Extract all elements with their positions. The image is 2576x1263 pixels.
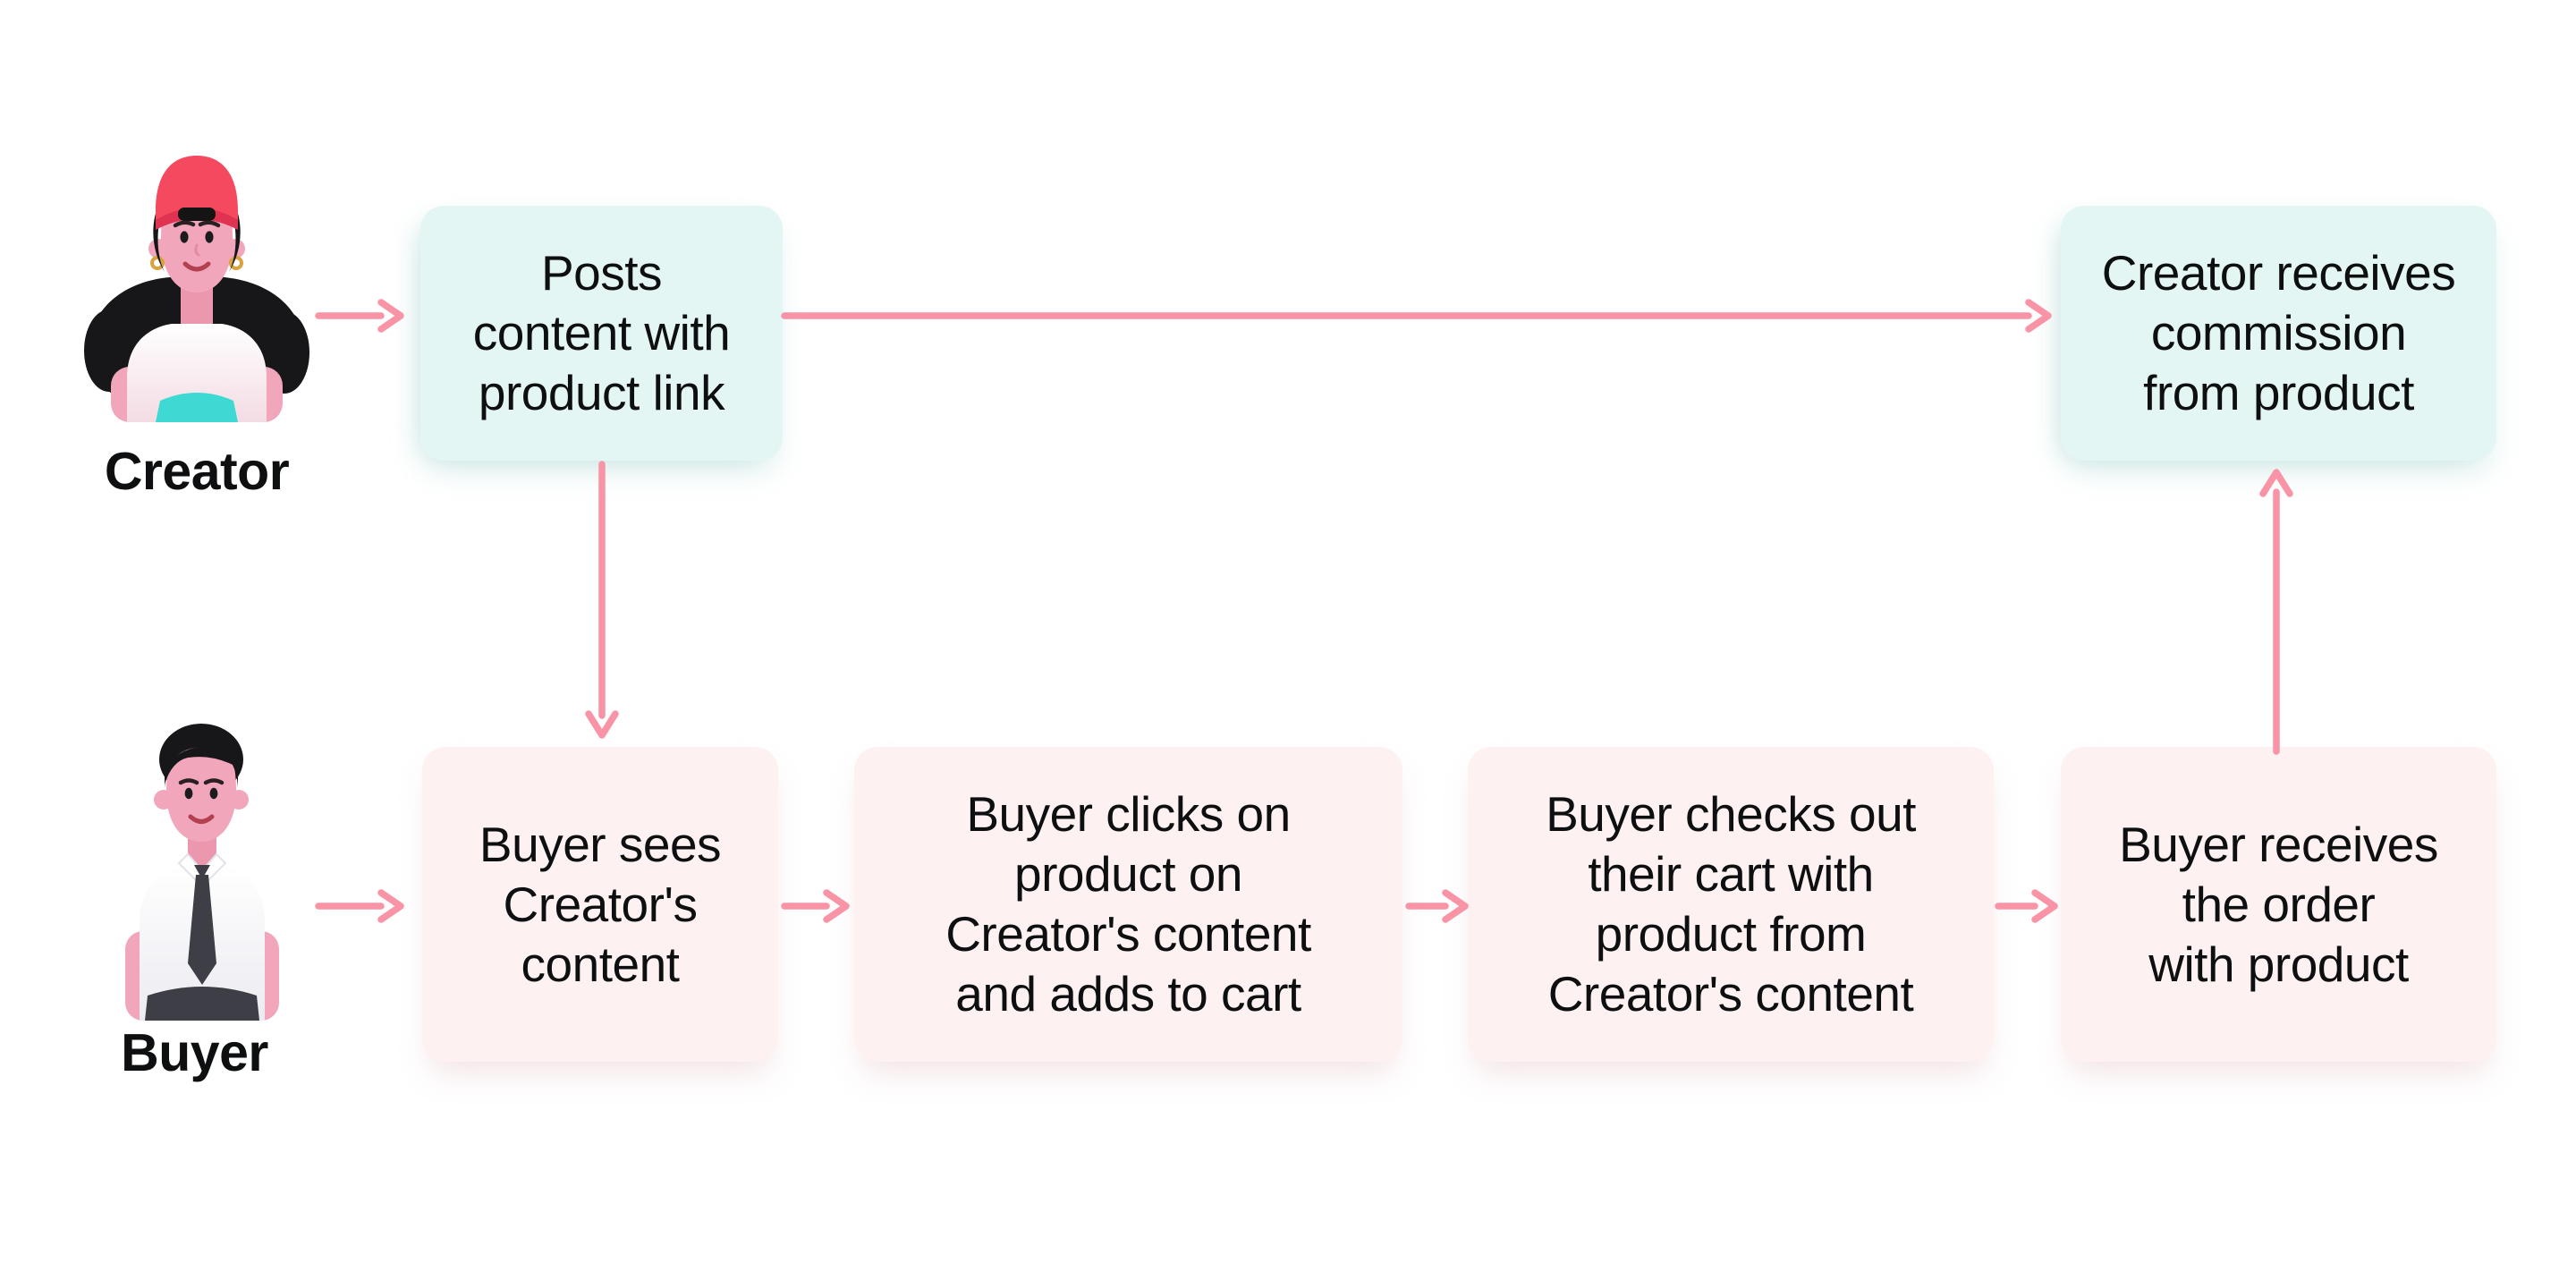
creator-avatar xyxy=(84,156,309,422)
creator-label: Creator xyxy=(104,442,290,501)
arrow-clicks-to-checkout xyxy=(1405,889,1469,923)
step-buyer-adds-to-cart: Buyer clicks on product on Creator's con… xyxy=(854,747,1402,1062)
step-text: Posts content with product link xyxy=(472,245,731,420)
step-buyer-receives-order: Buyer receives the order with product xyxy=(2061,747,2496,1062)
step-text: Buyer checks out their cart with product… xyxy=(1546,786,1916,1021)
buyer-tie xyxy=(188,865,216,985)
step-text: Buyer clicks on product on Creator's con… xyxy=(945,786,1311,1021)
buyer-label: Buyer xyxy=(121,1023,268,1082)
arrow-sees-to-clicks xyxy=(781,889,850,923)
step-buyer-sees-content: Buyer sees Creator's content xyxy=(422,747,778,1062)
arrow-posts-to-commission xyxy=(781,299,2052,333)
arrow-receives-to-commission xyxy=(2259,469,2293,755)
step-text: Creator receives commission from product xyxy=(2101,245,2456,420)
step-creator-commission: Creator receives commission from product xyxy=(2061,206,2496,461)
step-buyer-checks-out: Buyer checks out their cart with product… xyxy=(1468,747,1994,1062)
arrow-posts-to-buyer-sees xyxy=(585,461,619,739)
arrow-buyer-to-sees xyxy=(315,889,404,923)
step-text: Buyer receives the order with product xyxy=(2119,816,2438,992)
buyer-avatar xyxy=(125,724,279,1021)
step-posts-content: Posts content with product link xyxy=(420,206,783,461)
arrow-creator-to-posts xyxy=(315,299,404,333)
arrow-checkout-to-receives xyxy=(1995,889,2058,923)
step-text: Buyer sees Creator's content xyxy=(479,816,722,992)
